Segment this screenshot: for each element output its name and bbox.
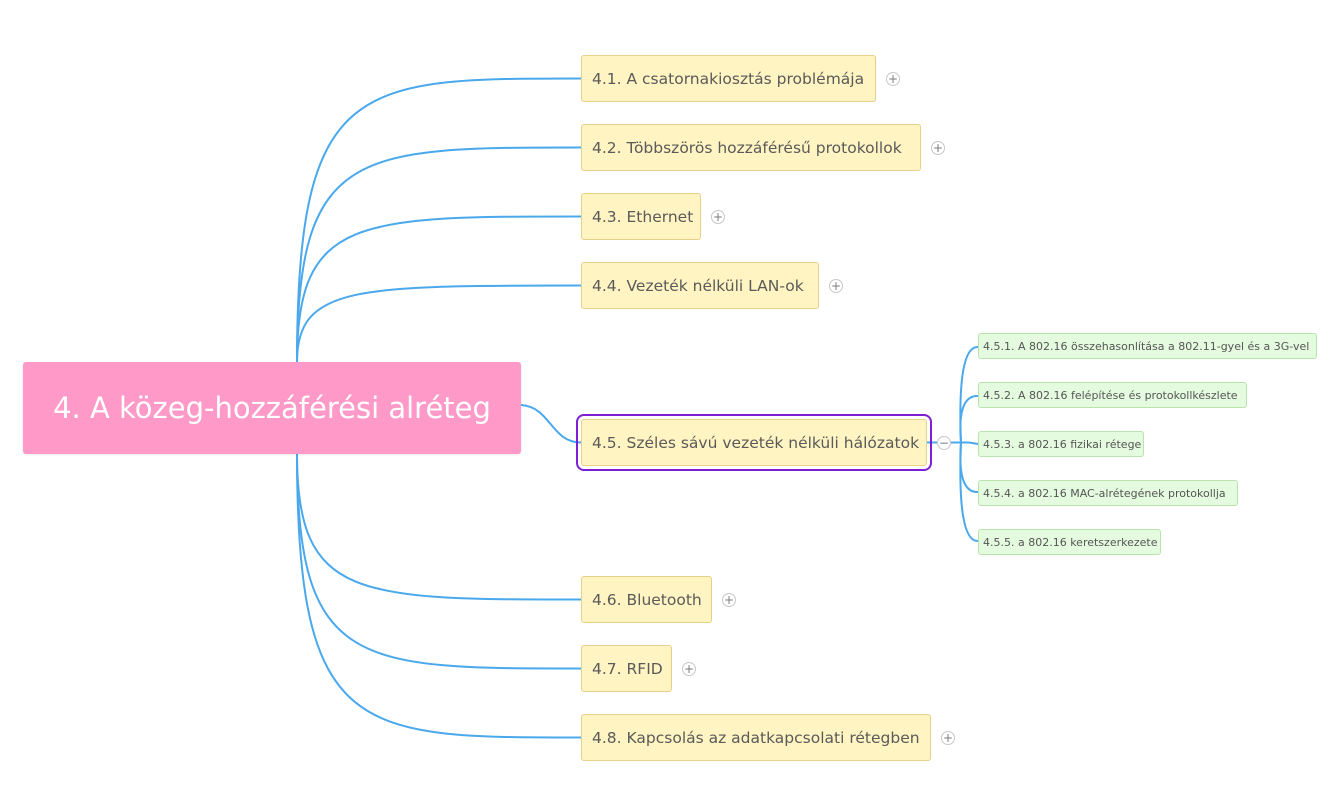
connector-t7 bbox=[296, 453, 582, 670]
connector-t3 bbox=[296, 215, 582, 363]
connector-s2 bbox=[959, 394, 979, 443]
subtopic-4-5-5[interactable]: 4.5.5. a 802.16 keretszerkezete bbox=[978, 529, 1161, 555]
connector-t1 bbox=[296, 77, 582, 363]
topic-4-7[interactable]: 4.7. RFID bbox=[581, 645, 672, 692]
central-topic[interactable]: 4. A közeg-hozzáférési alréteg bbox=[23, 362, 521, 454]
connector-t8 bbox=[296, 453, 582, 739]
connector-s3 bbox=[968, 441, 979, 445]
expand-toggle-icon[interactable]: + bbox=[722, 593, 736, 607]
topic-4-3[interactable]: 4.3. Ethernet bbox=[581, 193, 701, 240]
subtopic-4-5-3[interactable]: 4.5.3. a 802.16 fizikai rétege bbox=[978, 431, 1144, 457]
subtopic-4-5-2[interactable]: 4.5.2. A 802.16 felépítése és protokollk… bbox=[978, 382, 1247, 408]
connector-s1 bbox=[959, 345, 979, 443]
connector-s5 bbox=[959, 442, 979, 543]
topic-4-5[interactable]: 4.5. Széles sávú vezeték nélküli hálózat… bbox=[576, 414, 932, 471]
connector-t6 bbox=[296, 453, 582, 601]
topic-4-2[interactable]: 4.2. Többszörös hozzáférésű protokollok bbox=[581, 124, 921, 171]
expand-toggle-icon[interactable]: + bbox=[931, 141, 945, 155]
connector-t4 bbox=[296, 284, 582, 363]
subtopic-4-5-4[interactable]: 4.5.4. a 802.16 MAC-alrétegének protokol… bbox=[978, 480, 1238, 506]
topic-4-8[interactable]: 4.8. Kapcsolás az adatkapcsolati rétegbe… bbox=[581, 714, 931, 761]
topic-4-4[interactable]: 4.4. Vezeték nélküli LAN-ok bbox=[581, 262, 819, 309]
collapse-toggle-icon[interactable]: − bbox=[937, 436, 951, 450]
connector-t2 bbox=[296, 146, 582, 363]
connector-s4 bbox=[959, 442, 979, 494]
expand-toggle-icon[interactable]: + bbox=[829, 279, 843, 293]
expand-toggle-icon[interactable]: + bbox=[886, 72, 900, 86]
topic-4-1[interactable]: 4.1. A csatornakiosztás problémája bbox=[581, 55, 876, 102]
expand-toggle-icon[interactable]: + bbox=[682, 662, 696, 676]
expand-toggle-icon[interactable]: + bbox=[941, 731, 955, 745]
expand-toggle-icon[interactable]: + bbox=[711, 210, 725, 224]
connector-t5 bbox=[520, 404, 582, 444]
subtopic-4-5-1[interactable]: 4.5.1. A 802.16 összehasonlítása a 802.1… bbox=[978, 333, 1317, 359]
topic-4-6[interactable]: 4.6. Bluetooth bbox=[581, 576, 712, 623]
